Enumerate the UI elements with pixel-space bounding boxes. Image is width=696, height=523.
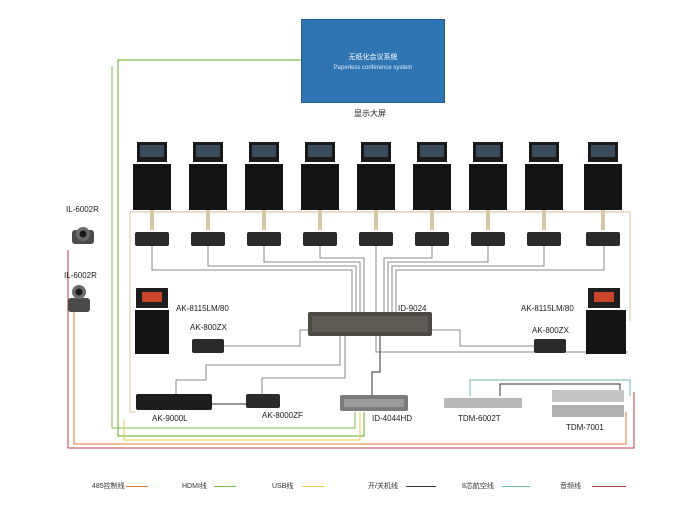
- legend-swatch: [126, 486, 148, 487]
- terminal-row: [133, 142, 622, 230]
- terminal-unit: [469, 142, 507, 230]
- switch-label: ID-9024: [398, 304, 427, 313]
- chair-left-box-icon: [192, 339, 224, 353]
- legend-swatch: [302, 486, 324, 487]
- splitter-box-icon: [359, 232, 393, 246]
- terminal-unit: [584, 142, 622, 230]
- terminal-unit: [245, 142, 283, 230]
- display-title: 无纸化会议系统: [348, 54, 398, 61]
- splitter-box-icon: [415, 232, 449, 246]
- legend-label: 8芯航空线: [462, 483, 494, 490]
- hdmi-wire-screen: [117, 59, 365, 437]
- switch-icon: [308, 312, 432, 336]
- matrix-label: ID-4044HD: [372, 414, 413, 423]
- usb-wire: [123, 412, 361, 441]
- tuner-label: TDM-6002T: [458, 414, 501, 423]
- control-box-label: AK-8000ZF: [262, 411, 303, 420]
- aviation-wire: [469, 379, 631, 396]
- chair-unit-left: [135, 288, 169, 354]
- camera-bottom-icon: [68, 285, 90, 312]
- display-screen: 无纸化会议系统 Paperless conference system: [302, 20, 444, 102]
- legend-swatch: [214, 486, 236, 487]
- legend-item-hdmi: HDMI线: [182, 481, 242, 491]
- camera-bottom-label: IL-6002R: [64, 271, 97, 280]
- terminal-unit: [301, 142, 339, 230]
- audio-wire: [67, 250, 635, 449]
- audio-proc-label: TDM-7001: [566, 423, 604, 432]
- splitter-box-icon: [303, 232, 337, 246]
- tuner-icon: [444, 398, 522, 408]
- camera-top-label: IL-6002R: [66, 205, 99, 214]
- legend-swatch: [592, 486, 626, 487]
- legend-label: HDMI线: [182, 483, 207, 490]
- legend-item-power: 开/关机线: [368, 481, 444, 491]
- legend-label: 音频线: [560, 483, 581, 490]
- legend-swatch: [502, 486, 530, 487]
- splitter-box-icon: [527, 232, 561, 246]
- chair-left-box-label: AK-800ZX: [190, 323, 227, 332]
- splitter-box-icon: [247, 232, 281, 246]
- control-box-icon: [246, 394, 280, 408]
- splitter-box-icon: [471, 232, 505, 246]
- beige-left: [129, 211, 138, 413]
- legend-label: USB线: [272, 483, 294, 490]
- splitter-box-icon: [586, 232, 620, 246]
- chair-right-label: AK-8115LM/80: [521, 304, 574, 313]
- chair-right-box-label: AK-800ZX: [532, 326, 569, 335]
- legend-item-audio: 音频线: [560, 481, 630, 491]
- terminal-unit: [413, 142, 451, 230]
- chair-left-label: AK-8115LM/80: [176, 304, 229, 313]
- recorder-label: AK-9000L: [152, 414, 188, 423]
- beige-right: [624, 211, 631, 321]
- splitter-box-icon: [135, 232, 169, 246]
- gray-wires: [151, 246, 628, 396]
- legend-item-485: 485控制线: [92, 481, 152, 491]
- recorder-icon: [136, 394, 212, 410]
- camera-top-icon: [72, 227, 94, 244]
- terminal-unit: [133, 142, 171, 230]
- power-wires: [212, 336, 621, 405]
- audio-proc-icon: [552, 390, 624, 417]
- terminal-unit: [189, 142, 227, 230]
- display-caption: 显示大屏: [354, 109, 386, 118]
- terminal-unit: [525, 142, 563, 230]
- legend-item-aviation: 8芯航空线: [462, 481, 538, 491]
- wires: [67, 59, 635, 449]
- hdmi-wire-2: [111, 66, 356, 429]
- splitter-box-icon: [191, 232, 225, 246]
- legend-label: 485控制线: [92, 483, 125, 490]
- chair-unit-right: [586, 288, 626, 354]
- rs485-wire: [73, 310, 627, 445]
- legend-label: 开/关机线: [368, 483, 398, 490]
- matrix-icon: [340, 395, 408, 411]
- chair-right-box-icon: [534, 339, 566, 353]
- legend-item-usb: USB线: [272, 481, 332, 491]
- display-subtitle: Paperless conference system: [333, 65, 413, 71]
- legend-swatch: [406, 486, 436, 487]
- terminal-unit: [357, 142, 395, 230]
- splitter-row: [135, 232, 620, 246]
